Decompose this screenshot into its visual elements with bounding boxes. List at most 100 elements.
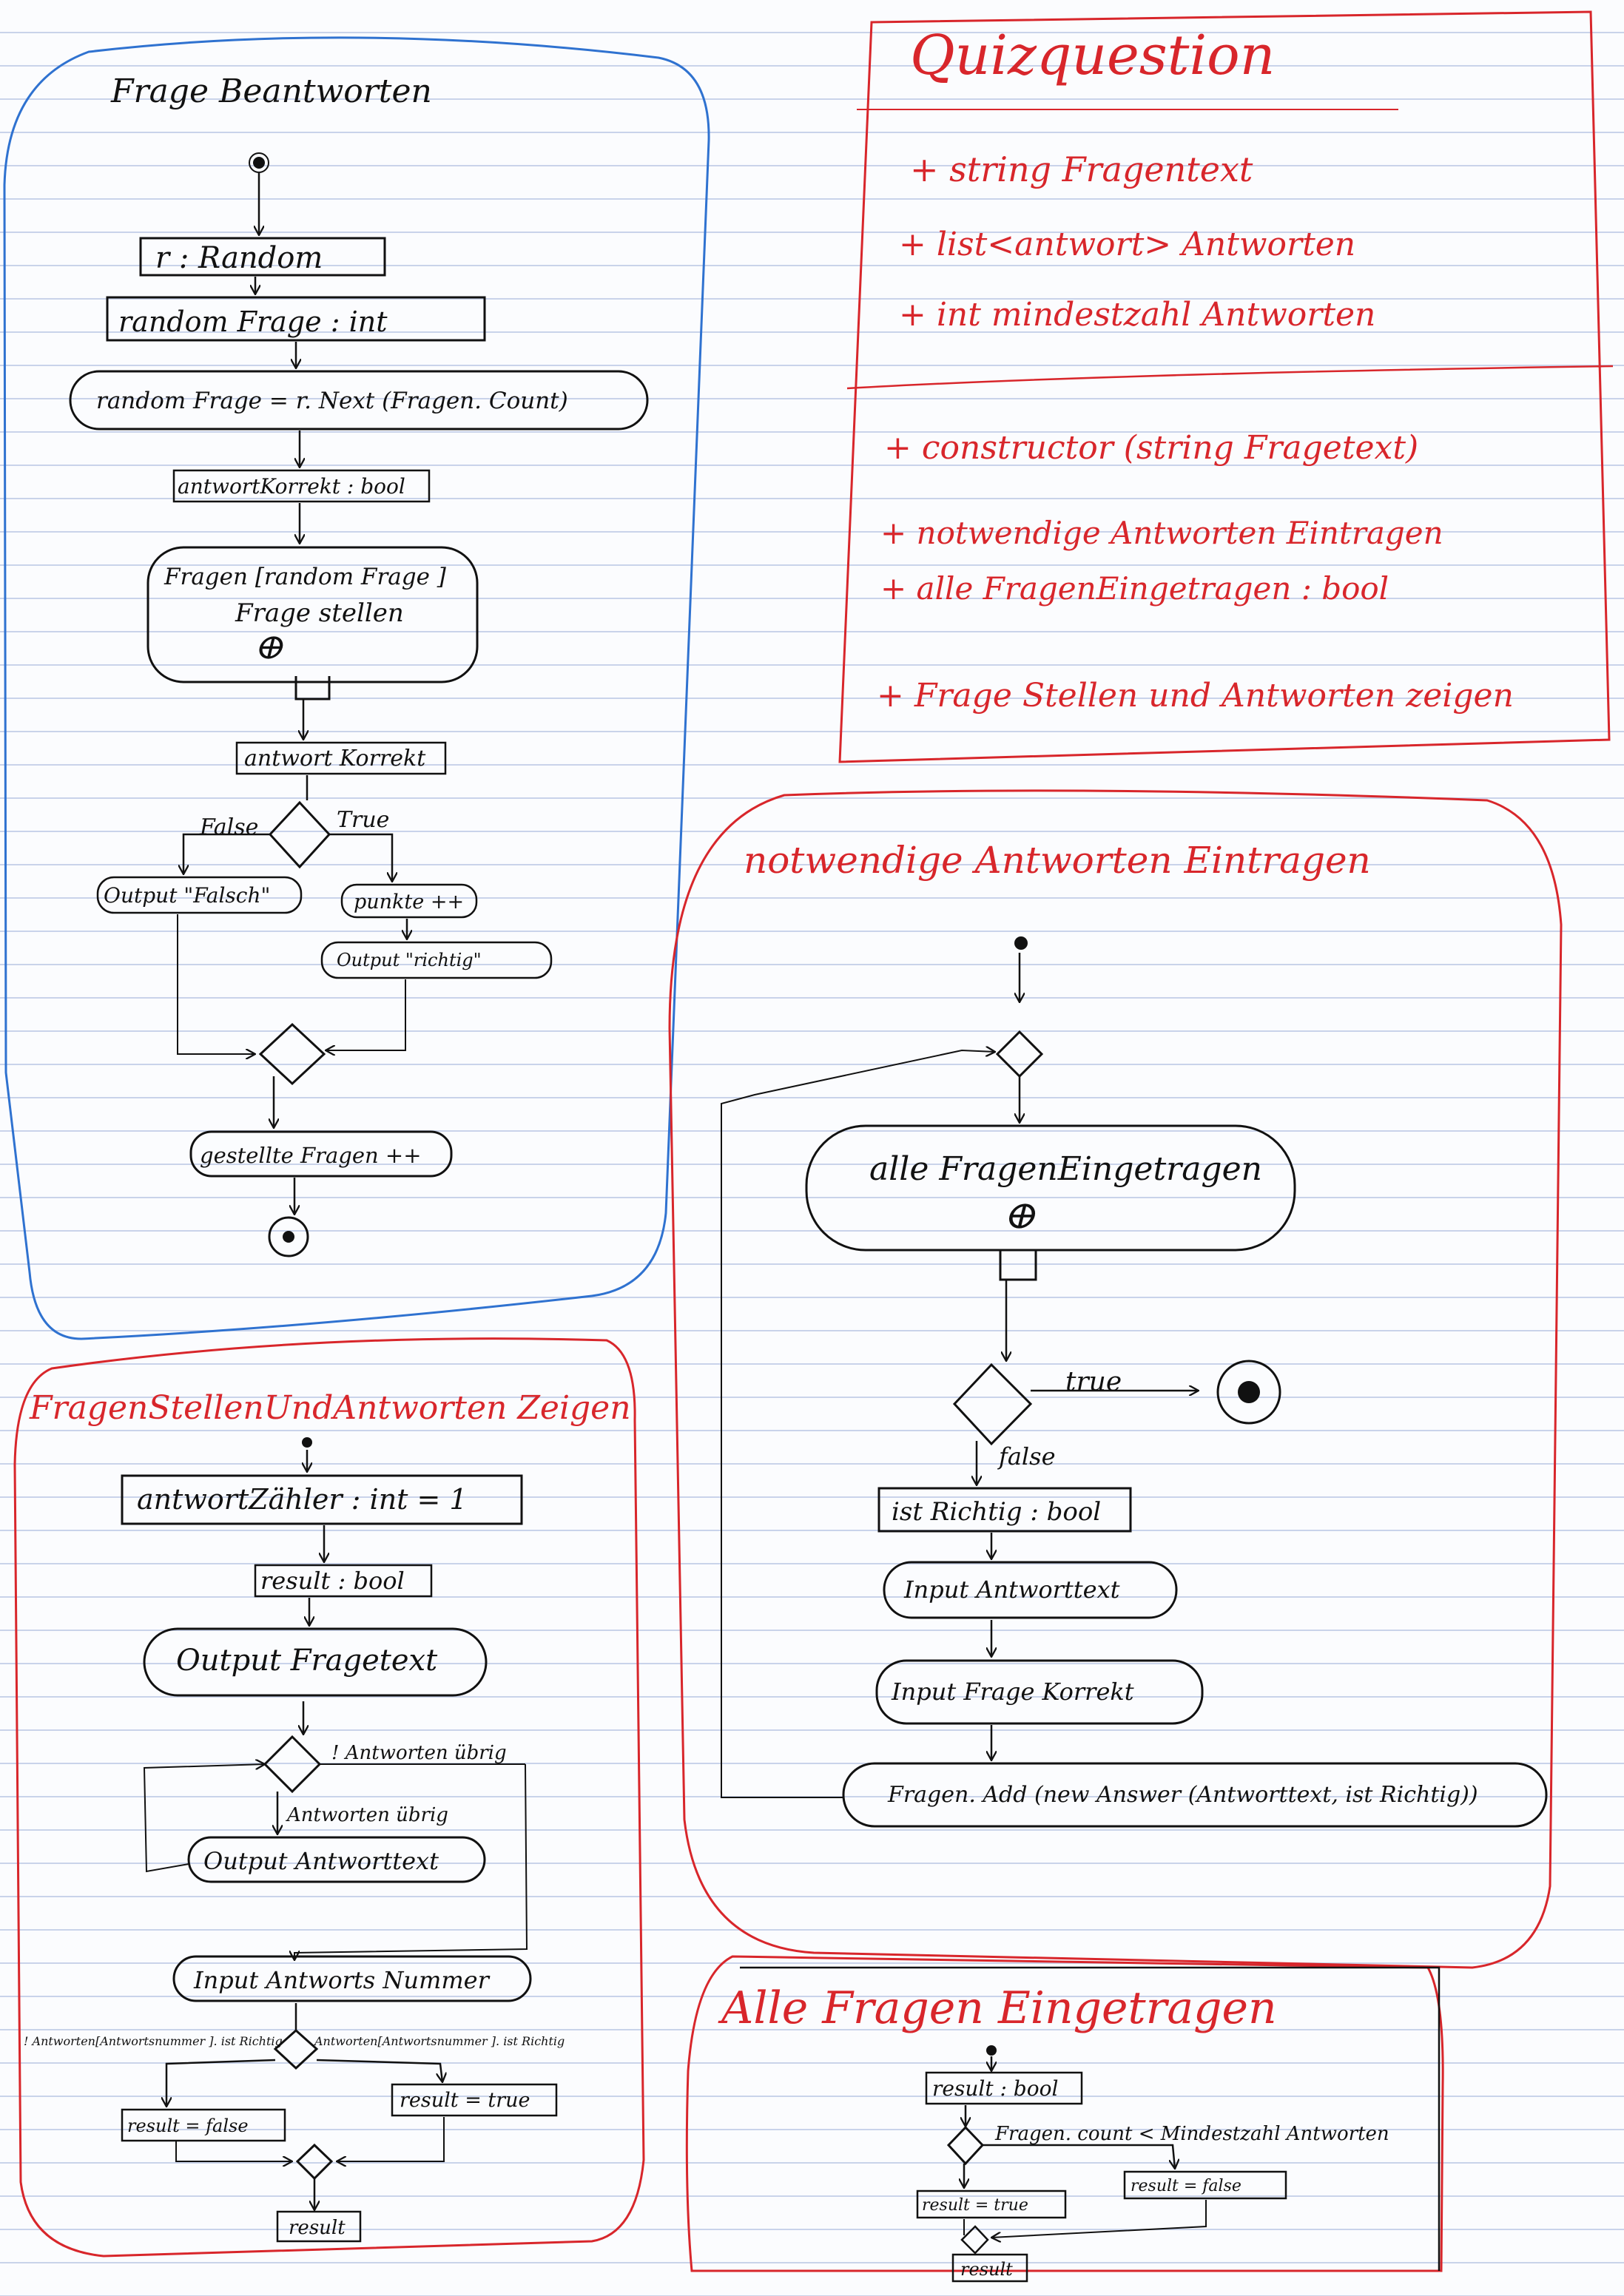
- start-node: [1014, 936, 1028, 950]
- attribute-antworten: + list<antwort> Antworten: [899, 226, 1355, 263]
- node-antwortzaehler: [121, 1474, 523, 1525]
- frame-border-black: [740, 1966, 1441, 2271]
- node-input-antworttext: [883, 1561, 1178, 1619]
- start-node-ring: [249, 152, 269, 173]
- node-gestellte-fragen-label: gestellte Fragen ++: [200, 1143, 422, 1168]
- node-random-frage-assign: [69, 370, 649, 430]
- frame-border-red: [668, 789, 1563, 1969]
- node-antwortkorrekt-bool: [172, 469, 431, 503]
- rake-icon: ⴲ: [255, 632, 283, 666]
- node-input-antworttext-label: Input Antworttext: [903, 1576, 1120, 1604]
- merge-node: [960, 2225, 989, 2255]
- node-result-false-label: result = false: [127, 2116, 249, 2136]
- arrow-true: [316, 2059, 442, 2082]
- arrow-loop-back: [721, 1050, 995, 1798]
- guard-false: False: [199, 814, 258, 840]
- node-input-antwortsnummer: [172, 1955, 532, 2002]
- end-node: [283, 1231, 294, 1243]
- method-frage-stellen: + Frage Stellen und Antworten zeigen: [877, 677, 1514, 715]
- diagram-title: FragenStellenUndAntworten Zeigen: [29, 1389, 631, 1427]
- diagram-title: Alle Fragen Eingetragen: [718, 1982, 1277, 2034]
- node-call-line2: Frage stellen: [235, 598, 404, 628]
- decision-count: [946, 2125, 985, 2166]
- node-result-false: [1123, 2170, 1287, 2200]
- node-result-false-label: result = false: [1131, 2177, 1241, 2195]
- diagram-title: Frage Beantworten: [110, 72, 432, 110]
- class-title: Quizquestion: [910, 24, 1275, 87]
- node-antwort-korrekt-obj-label: antwort Korrekt: [244, 746, 426, 771]
- end-node-ring: [1216, 1360, 1281, 1425]
- arrow-loop-back: [143, 1764, 265, 1873]
- frame-fragen-stellen: FragenStellenUndAntworten Zeigen antwort…: [13, 1337, 645, 2258]
- arrow-false: [166, 2059, 276, 2107]
- node-output-falsch-label: Output "Falsch": [104, 883, 270, 908]
- guard-left: Antworten übrig: [286, 1804, 448, 1826]
- guard-true: True: [337, 807, 389, 833]
- node-antwortkorrekt-bool-label: antwortKorrekt : bool: [178, 474, 405, 499]
- node-result-bool-label: result : bool: [260, 1567, 405, 1595]
- decision-alle-eingetragen: [952, 1363, 1033, 1446]
- node-result-bool-label: result : bool: [932, 2076, 1058, 2101]
- node-result-false: [121, 2108, 286, 2142]
- guard-not-left: ! Antworten übrig: [331, 1742, 507, 1764]
- node-random-label: r : Random: [155, 241, 323, 275]
- method-constructor: + constructor (string Fragetext): [884, 429, 1418, 467]
- node-result-out-label: result: [960, 2259, 1013, 2280]
- arrow-merge-right: [337, 2117, 445, 2161]
- merge-node: [258, 1022, 326, 1086]
- node-random-frage-assign-label: random Frage = r. Next (Fragen. Count): [96, 388, 568, 414]
- decision-antworten-uebrig: [263, 1735, 322, 1794]
- node-output-richtig-label: Output "richtig": [337, 950, 482, 970]
- frame-border-red: [685, 1955, 1444, 2272]
- class-border: [838, 10, 1611, 763]
- node-fragen-add-label: Fragen. Add (new Answer (Antworttext, is…: [887, 1782, 1478, 1808]
- node-antwort-korrekt-obj: [235, 741, 447, 775]
- frame-frage-beantworten: Frage Beantworten r : Random random Frag…: [3, 36, 710, 1340]
- node-input-fragekorrekt-label: Input Frage Korrekt: [891, 1678, 1134, 1706]
- guard-true: true: [1065, 1367, 1122, 1397]
- diagram-title: notwendige Antworten Eintragen: [744, 839, 1371, 882]
- rake-icon: ⴲ: [1005, 1198, 1036, 1236]
- decision-korrekt: [268, 800, 331, 869]
- class-quizquestion: Quizquestion + string Fragentext + list<…: [838, 10, 1614, 763]
- node-punkte: [340, 883, 478, 919]
- node-output-falsch: [96, 876, 303, 914]
- node-frage-stellen-call: [146, 546, 479, 683]
- end-node-ring: [268, 1216, 309, 1257]
- start-node: [253, 157, 265, 169]
- node-result-true: [391, 2083, 558, 2117]
- frame-border-blue: [3, 36, 710, 1340]
- node-random-frage-decl-label: random Frage : int: [118, 305, 388, 338]
- node-punkte-label: punkte ++: [354, 891, 464, 914]
- attribute-mindestzahl: + int mindestzahl Antworten: [899, 296, 1375, 334]
- arrow-merge-right: [991, 2200, 1207, 2238]
- node-fragen-add: [842, 1762, 1548, 1828]
- node-random-frage-decl: [106, 296, 486, 342]
- node-ist-richtig-bool: [877, 1487, 1132, 1533]
- start-node: [302, 1437, 312, 1448]
- node-call-label: alle FragenEingetragen: [869, 1150, 1262, 1188]
- decision-ist-richtig: [273, 2028, 319, 2070]
- node-ist-richtig-bool-label: ist Richtig : bool: [892, 1497, 1101, 1527]
- guard-richtig: Antworten[Antwortsnummer ]. ist Richtig: [313, 2034, 565, 2048]
- arrow-true: [329, 833, 392, 882]
- node-result-bool: [925, 2071, 1083, 2105]
- node-output-antworttext: [187, 1836, 486, 1883]
- frame-border-red: [13, 1337, 645, 2258]
- guard-cond: Fragen. count < Mindestzahl Antworten: [994, 2123, 1389, 2145]
- node-gestellte-fragen: [189, 1130, 453, 1178]
- node-call-line1: Fragen [random Frage ]: [164, 564, 447, 590]
- arrow-merge-right: [326, 979, 406, 1050]
- guard-not-richtig: ! Antworten[Antwortsnummer ]. ist Richti…: [24, 2034, 283, 2048]
- arrow-merge-left: [177, 914, 255, 1054]
- node-antwortzaehler-label: antwortZähler : int = 1: [137, 1483, 468, 1516]
- node-result-true: [916, 2189, 1067, 2219]
- end-node: [1238, 1381, 1260, 1403]
- attribute-fragentext: + string Fragentext: [910, 149, 1253, 189]
- method-notwendige: + notwendige Antworten Eintragen: [880, 515, 1443, 551]
- node-input-antwortsnummer-label: Input Antworts Nummer: [193, 1966, 491, 1994]
- object-pin: [294, 676, 331, 700]
- arrow-true: [983, 2144, 1175, 2169]
